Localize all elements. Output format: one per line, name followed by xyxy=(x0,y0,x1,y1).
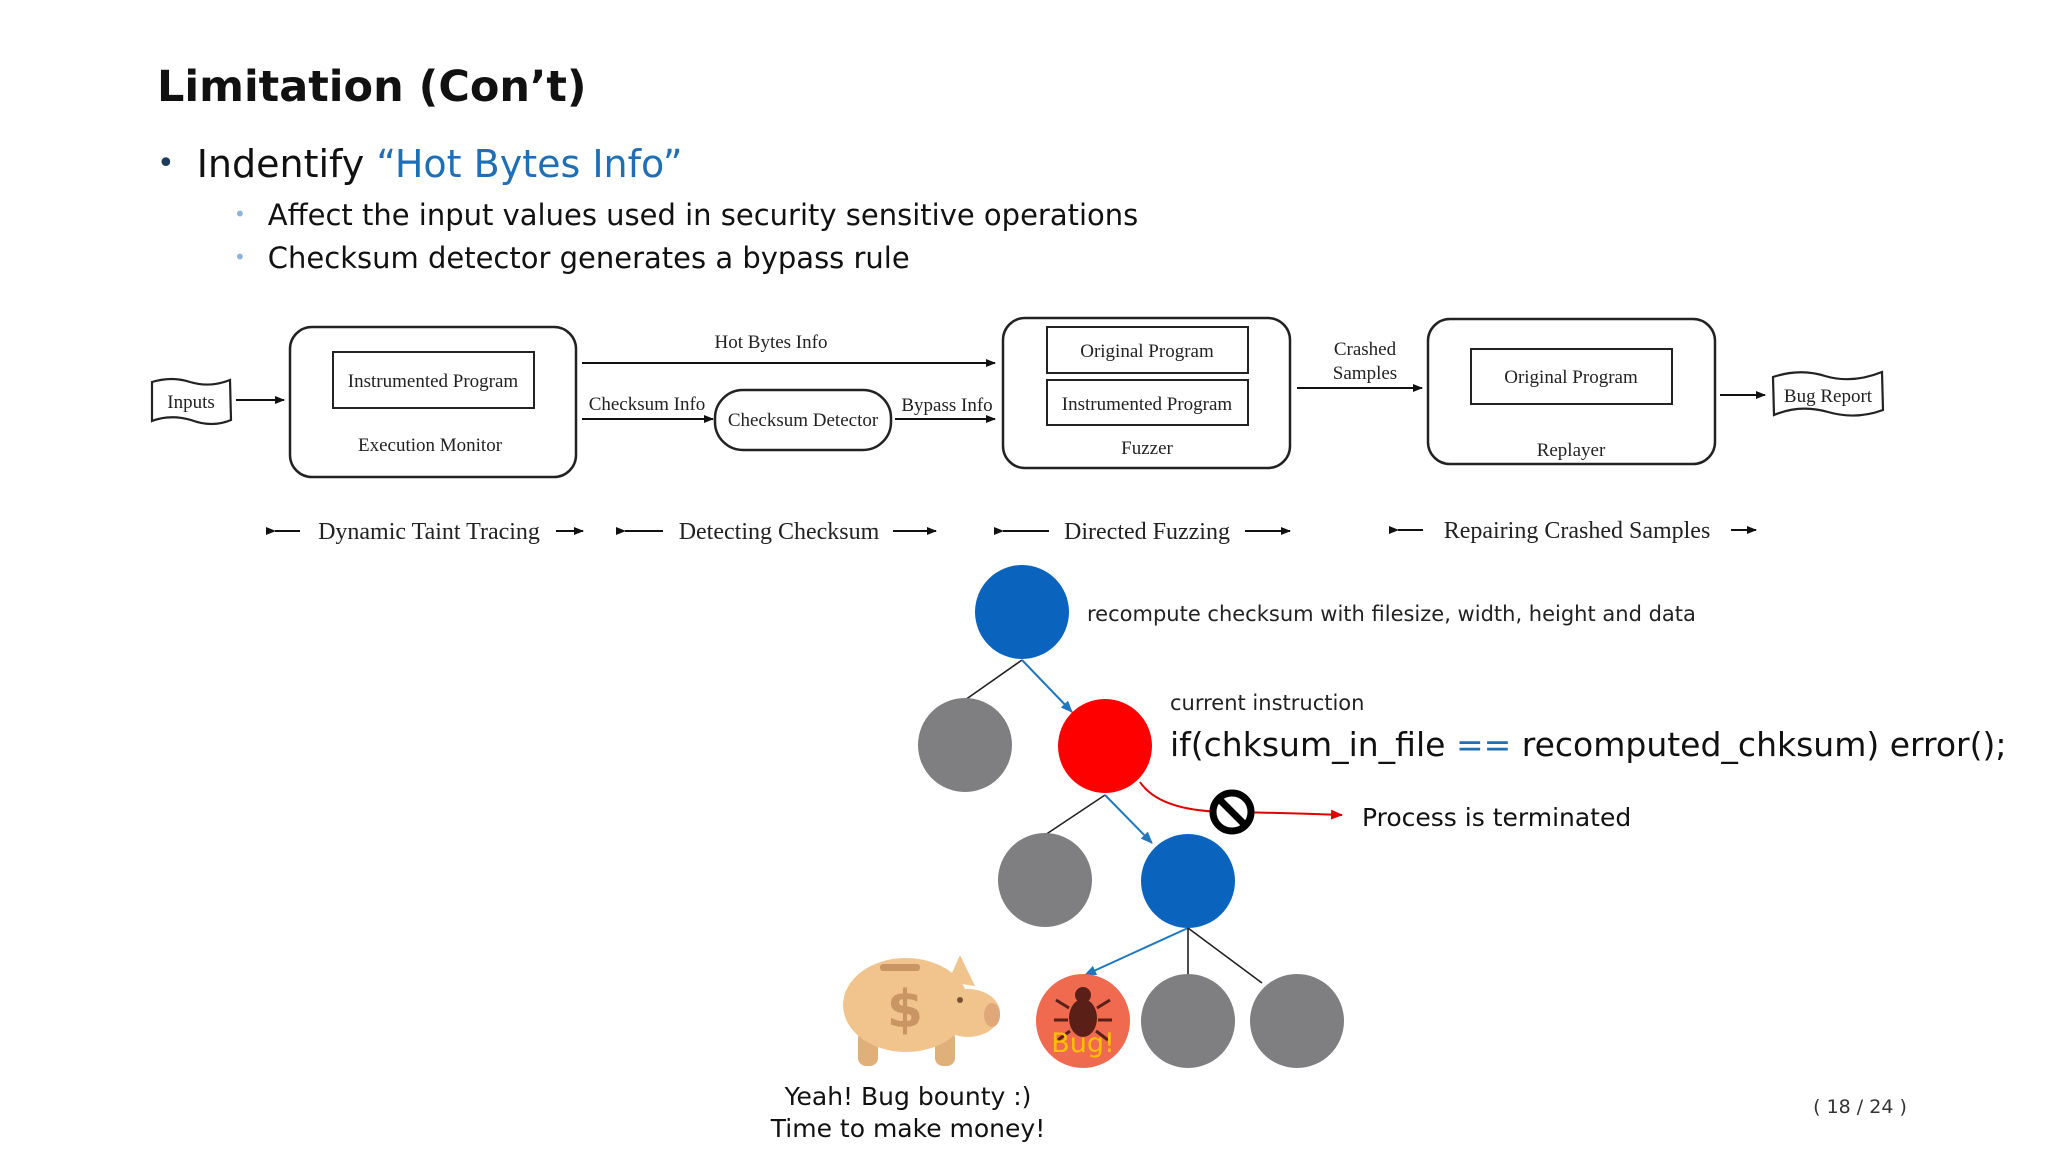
tree-node-gray xyxy=(1141,974,1235,1068)
tree-path-edge xyxy=(1021,659,1073,713)
pipeline-diagram: Inputs Instrumented Program Execution Mo… xyxy=(150,316,1885,546)
code-operator: == xyxy=(1456,725,1511,764)
execution-tree: Bug! recompute checksum with filesize, w… xyxy=(770,565,2006,1143)
current-instruction-label: current instruction xyxy=(1170,691,1364,715)
inputs-doc-shape xyxy=(150,377,233,426)
tree-path-edge xyxy=(1104,794,1153,844)
stage-label-3: Directed Fuzzing xyxy=(1064,519,1230,545)
hot-bytes-highlight: “Hot Bytes Info” xyxy=(376,142,683,186)
fuzzer-inner-label-2: Instrumented Program xyxy=(1062,394,1233,415)
tree-node-blue xyxy=(1141,834,1235,928)
code-rhs: recomputed_chksum) error(); xyxy=(1522,725,2007,764)
inputs-label: Inputs xyxy=(167,392,215,413)
bug-report-doc-shape xyxy=(1771,370,1885,417)
tree-edge xyxy=(964,659,1023,701)
prohibited-icon xyxy=(1209,789,1255,835)
slide-title: Limitation (Con’t) xyxy=(157,62,587,112)
piggy-bank-icon: $ xyxy=(843,955,1000,1066)
stage-label-1: Dynamic Taint Tracing xyxy=(318,519,540,545)
page-number: ( 18 / 24 ) xyxy=(1813,1096,1907,1118)
checksum-detector-label: Checksum Detector xyxy=(728,410,879,431)
bug-label: Bug! xyxy=(1051,1028,1115,1059)
execution-monitor-label: Execution Monitor xyxy=(358,435,503,456)
terminated-label: Process is terminated xyxy=(1362,803,1631,832)
tree-edge xyxy=(1044,794,1106,836)
tree-node-gray xyxy=(998,833,1092,927)
sub-bullet-text: Checksum detector generates a bypass rul… xyxy=(267,241,910,275)
monitor-inner-box xyxy=(332,351,535,409)
code-line: if(chksum_in_file == recomputed_chksum) … xyxy=(1170,725,2006,764)
bounty-line-2: Time to make money! xyxy=(770,1114,1045,1143)
sub-bullet-1: • Affect the input values used in securit… xyxy=(234,198,1138,232)
tree-node-gray xyxy=(1250,974,1344,1068)
replayer-label: Replayer xyxy=(1537,440,1606,461)
crashed-label-2: Samples xyxy=(1333,363,1397,384)
bypass-info-label: Bypass Info xyxy=(901,395,992,416)
sub-bullet-2: • Checksum detector generates a bypass ru… xyxy=(234,241,910,275)
crashed-label-1: Crashed xyxy=(1334,339,1397,360)
bug-icon xyxy=(1054,987,1112,1042)
bounty-line-1: Yeah! Bug bounty :) xyxy=(784,1082,1032,1111)
hot-bytes-label: Hot Bytes Info xyxy=(715,332,828,353)
stage-label-2: Detecting Checksum xyxy=(679,519,880,545)
monitor-inner-label: Instrumented Program xyxy=(348,371,519,392)
replayer-inner-label: Original Program xyxy=(1504,367,1638,388)
fuzzer-inner-box-2 xyxy=(1046,379,1249,426)
fuzzer-inner-box-1 xyxy=(1046,326,1249,374)
checksum-detector-box xyxy=(713,388,893,452)
checksum-info-label: Checksum Info xyxy=(589,394,706,415)
replayer-inner-box xyxy=(1470,348,1673,405)
main-bullet: • Indentify “Hot Bytes Info” xyxy=(157,142,683,186)
tree-path-edge xyxy=(1084,927,1189,976)
code-lhs: if(chksum_in_file xyxy=(1170,725,1445,764)
bullet-text: Indentify xyxy=(196,142,377,186)
current-instruction-node xyxy=(1058,699,1152,793)
tree-root-node xyxy=(975,565,1069,659)
sub-bullet-dot: • xyxy=(234,202,246,226)
bullet-dot: • xyxy=(157,146,175,181)
svg-text:$: $ xyxy=(887,980,923,1040)
stage-label-4: Repairing Crashed Samples xyxy=(1444,518,1711,544)
fuzzer-label: Fuzzer xyxy=(1121,438,1173,459)
fuzzer-inner-label-1: Original Program xyxy=(1080,341,1214,362)
sub-bullet-text: Affect the input values used in security… xyxy=(267,198,1139,232)
tree-node-gray xyxy=(918,698,1012,792)
bug-report-label: Bug Report xyxy=(1784,386,1873,407)
root-note: recompute checksum with filesize, width,… xyxy=(1087,602,1696,626)
sub-bullet-dot: • xyxy=(234,245,246,269)
tree-edge xyxy=(1187,927,1263,984)
